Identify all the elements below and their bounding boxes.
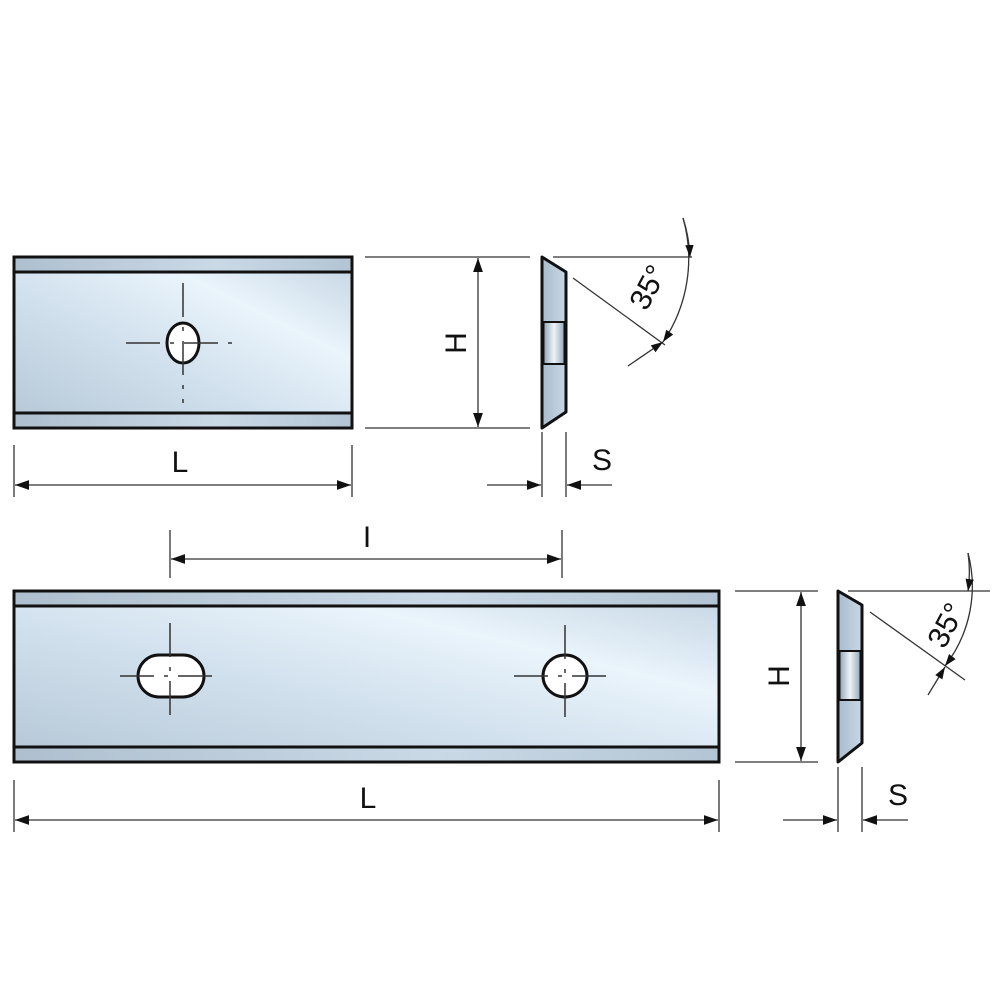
thickness-label: S	[888, 779, 908, 812]
thickness-dimension-top: S	[487, 432, 612, 497]
two-hole-blade	[12, 589, 721, 764]
angle-dimension-top: 35°	[553, 217, 694, 367]
side-profile-top	[540, 255, 568, 430]
round-hole	[514, 625, 614, 720]
thickness-dimension-bottom: S	[783, 767, 908, 832]
slotted-hole	[120, 623, 218, 715]
angle-label: 35°	[921, 598, 971, 654]
hole-spacing-dimension: I	[169, 521, 563, 578]
top-bevel-strip	[15, 592, 718, 606]
side-profile-bottom	[836, 589, 864, 764]
height-dimension-top: H	[365, 256, 530, 429]
bottom-bevel-strip	[15, 747, 718, 761]
length-label: L	[360, 782, 377, 815]
single-hole-blade	[12, 255, 354, 430]
angle-label: 35°	[623, 260, 673, 316]
length-dimension-bottom: L	[13, 780, 720, 832]
height-dimension-bottom: H	[735, 590, 818, 763]
angle-dimension-bottom: 35°	[848, 552, 990, 696]
mounting-hole	[126, 283, 238, 403]
hole-spacing-label: I	[363, 521, 371, 554]
bottom-bevel-strip	[15, 413, 351, 427]
top-bevel-strip	[15, 258, 351, 272]
length-label: L	[172, 446, 189, 479]
length-dimension-top: L	[13, 445, 353, 497]
height-label: H	[763, 665, 796, 687]
height-label: H	[440, 332, 473, 354]
thickness-label: S	[592, 444, 612, 477]
blade-face	[12, 589, 721, 764]
